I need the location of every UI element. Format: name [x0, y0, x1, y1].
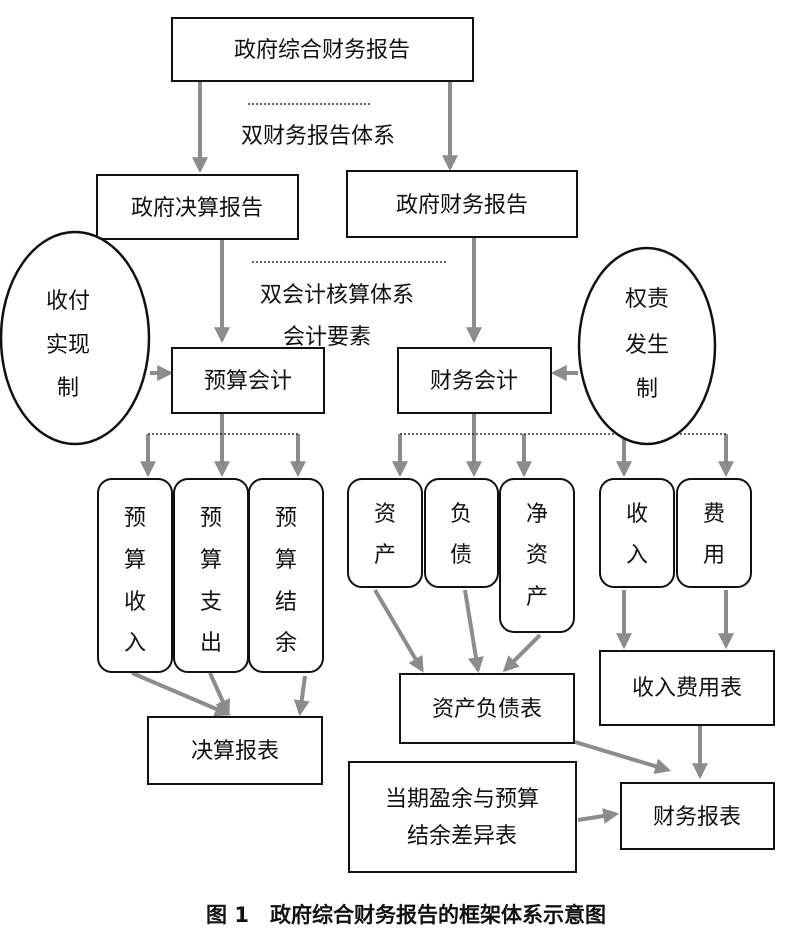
revenue-char-2: 入	[626, 543, 648, 568]
box-surplus-difference-statement: 当期盈余与预算 结余差异表	[348, 761, 577, 873]
top-report-label: 政府综合财务报告	[234, 38, 410, 63]
budget-revenue-char-1: 预	[124, 506, 146, 531]
box-financial-accounting: 财务会计	[397, 347, 552, 414]
budget-surplus-char-2: 算	[275, 548, 297, 573]
arrow-budget-expenditure-to-statement	[208, 672, 231, 716]
budget-accounting-label: 预算会计	[204, 369, 292, 394]
revenue-char-1: 收	[626, 502, 648, 527]
box-net-assets: 净 资 产	[499, 478, 575, 633]
accounting-elements-label: 会计要素	[283, 325, 371, 350]
box-revenue: 收 入	[599, 478, 675, 588]
box-top-report: 政府综合财务报告	[171, 17, 474, 82]
arrows	[131, 82, 734, 824]
cash-basis-line-3: 制	[57, 376, 79, 401]
accrual-basis-line-2: 发生	[625, 333, 669, 358]
budget-revenue-char-4: 入	[124, 631, 146, 656]
arrow-assets-to-balance-sheet	[373, 588, 424, 673]
box-assets: 资 产	[347, 478, 423, 588]
budget-expenditure-char-2: 算	[200, 548, 222, 573]
budget-expenditure-char-1: 预	[200, 506, 222, 531]
dashed-separators	[148, 103, 726, 435]
box-financial-report: 政府财务报告	[346, 170, 578, 238]
box-final-accounts-report: 政府决算报告	[96, 174, 299, 240]
arrow-budget-surplus-to-statement	[293, 675, 310, 717]
balance-sheet-label: 资产负债表	[432, 697, 542, 722]
ellipse-cash-basis: 收付 实现 制	[0, 230, 151, 446]
income-expense-statement-label: 收入费用表	[632, 676, 742, 701]
budget-expenditure-char-4: 出	[200, 631, 222, 656]
budget-surplus-char-4: 余	[275, 631, 297, 656]
expense-char-2: 用	[703, 543, 725, 568]
box-liabilities: 负 债	[424, 478, 499, 588]
cash-basis-line-1: 收付	[46, 289, 90, 314]
box-budget-accounting: 预算会计	[171, 347, 325, 414]
arrow-liabilities-to-balance-sheet	[463, 589, 484, 674]
budget-revenue-char-2: 算	[124, 548, 146, 573]
ellipse-accrual-basis: 权责 发生 制	[577, 246, 717, 446]
surplus-difference-line-2: 结余差异表	[407, 824, 517, 849]
net-assets-char-2: 资	[526, 543, 548, 568]
final-accounts-report-label: 政府决算报告	[131, 196, 263, 221]
surplus-difference-line-1: 当期盈余与预算	[385, 787, 539, 812]
box-budget-expenditure: 预 算 支 出	[173, 478, 249, 673]
arrow-surplus-diff-to-financial-statements	[577, 808, 620, 824]
liabilities-char-2: 债	[450, 543, 472, 568]
budget-surplus-char-1: 预	[275, 506, 297, 531]
financial-accounting-label: 财务会计	[430, 369, 518, 394]
box-income-expense-statement: 收入费用表	[599, 650, 775, 726]
box-expense: 费 用	[676, 478, 752, 588]
accrual-basis-line-1: 权责	[625, 287, 669, 312]
box-budget-revenue: 预 算 收 入	[97, 478, 173, 673]
financial-report-label: 政府财务报告	[396, 193, 528, 218]
dual-report-system-label: 双财务报告体系	[241, 124, 395, 149]
assets-char-1: 资	[374, 502, 396, 527]
arrow-net-assets-to-balance-sheet	[502, 633, 542, 673]
liabilities-char-1: 负	[450, 502, 472, 527]
box-financial-statements: 财务报表	[620, 782, 775, 850]
arrow-budget-revenue-to-statement	[131, 671, 231, 717]
arrow-balance-sheet-to-financial-statements	[574, 740, 672, 774]
budget-expenditure-char-3: 支	[200, 590, 222, 615]
box-final-accounts-statement: 决算报表	[147, 716, 323, 785]
budget-revenue-char-3: 收	[124, 590, 146, 615]
final-accounts-statement-label: 决算报表	[191, 739, 279, 764]
net-assets-char-3: 产	[526, 585, 548, 610]
cash-basis-line-2: 实现	[46, 333, 90, 358]
figure-caption: 图 1 政府综合财务报告的框架体系示意图	[206, 903, 606, 927]
box-budget-surplus: 预 算 结 余	[248, 478, 324, 673]
dual-accounting-system-label: 双会计核算体系	[260, 283, 414, 308]
budget-surplus-char-3: 结	[275, 590, 297, 615]
net-assets-char-1: 净	[526, 502, 548, 527]
accrual-basis-line-3: 制	[636, 377, 658, 402]
financial-statements-label: 财务报表	[653, 805, 741, 830]
assets-char-2: 产	[374, 543, 396, 568]
expense-char-1: 费	[703, 502, 725, 527]
box-balance-sheet: 资产负债表	[399, 673, 575, 744]
